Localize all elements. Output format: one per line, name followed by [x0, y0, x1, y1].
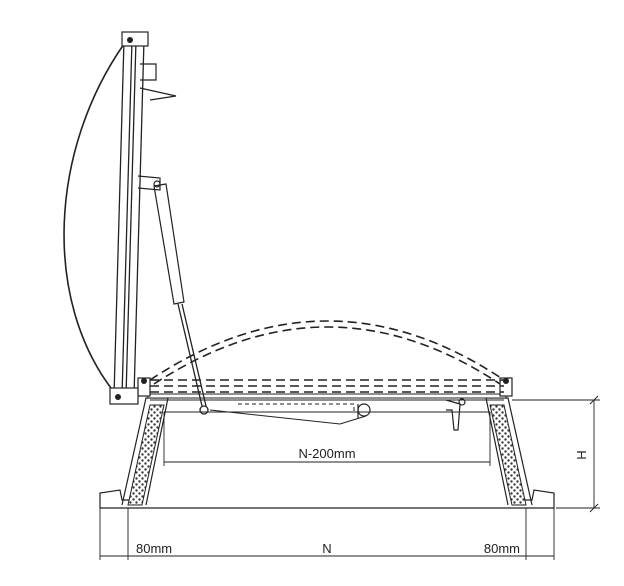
left-offset-label: 80mm: [136, 541, 172, 556]
overall-width-label: N: [322, 541, 331, 556]
closing-mechanism: [209, 397, 480, 431]
height-label: H: [574, 450, 589, 459]
dimension-height: H: [512, 395, 600, 513]
closed-lid-dashed: [149, 320, 505, 393]
right-offset-label: 80mm: [484, 541, 520, 556]
left-insulation: [127, 404, 165, 506]
dimension-overall: 80mm N 80mm: [99, 508, 555, 560]
open-lid: [63, 31, 177, 405]
gas-strut: [153, 183, 209, 415]
inner-width-label: N-200mm: [298, 446, 355, 461]
hatch-frame: [137, 377, 513, 413]
dimension-inner-width: N-200mm: [163, 412, 491, 466]
right-insulation: [489, 404, 527, 506]
